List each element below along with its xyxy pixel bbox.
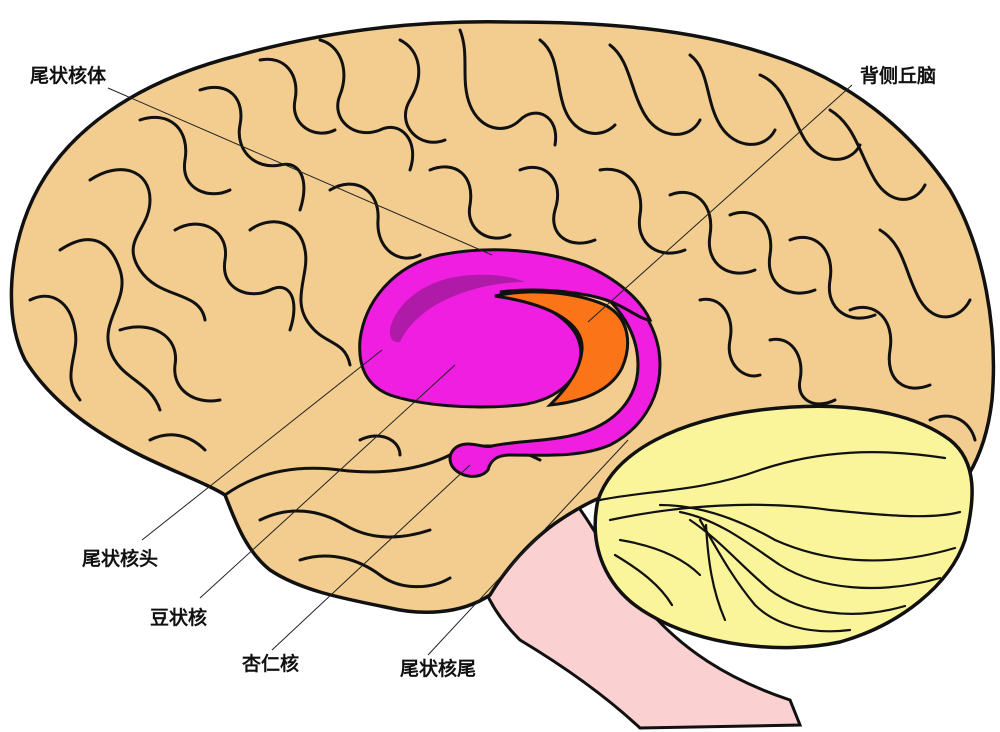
leader-lines (107, 84, 853, 656)
label-amygdala: 杏仁核 (241, 652, 299, 675)
leader-caudate-body (107, 87, 493, 256)
caudate-shading (389, 274, 525, 343)
label-dorsal-thalamus: 背侧丘脑 (860, 64, 936, 87)
leader-caudate-tail (427, 439, 629, 656)
leader-dorsal-thalamus (587, 84, 853, 323)
dorsal-thalamus (494, 290, 630, 407)
label-putamen: 豆状核 (150, 606, 207, 629)
cerebellar-folia (598, 451, 962, 633)
leader-putamen (199, 364, 456, 599)
label-caudate-body: 尾状核体 (30, 64, 107, 87)
leader-caudate-head (141, 349, 383, 541)
label-caudate-tail: 尾状核尾 (400, 657, 476, 680)
cortical-sulci (28, 28, 977, 589)
caudate-tail (448, 278, 662, 478)
leader-amygdala (271, 464, 471, 651)
label-caudate-head: 尾状核头 (82, 547, 158, 570)
cerebellum (593, 404, 974, 650)
